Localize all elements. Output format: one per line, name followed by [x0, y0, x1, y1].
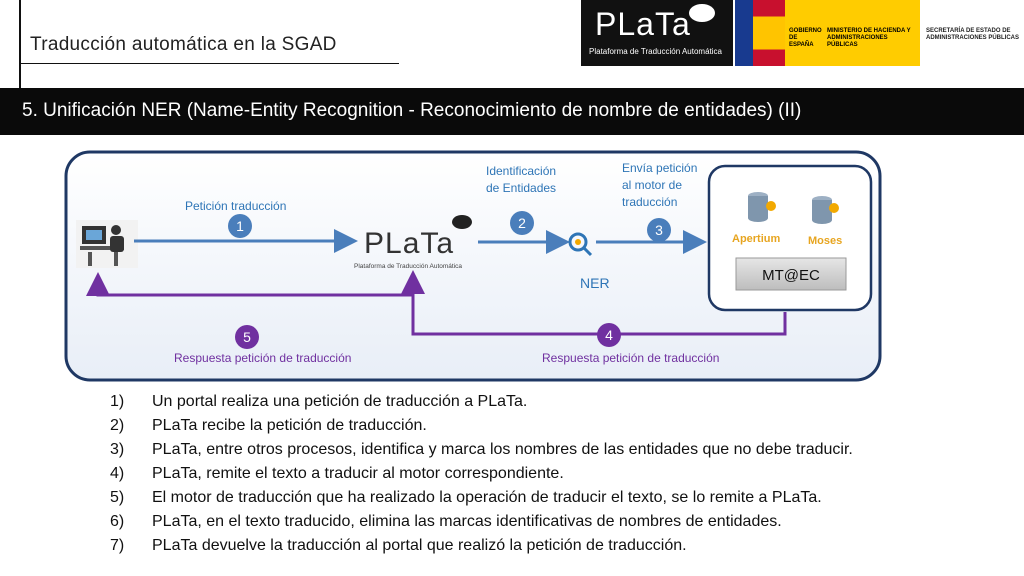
- plata-center-name: PLaTa: [364, 227, 454, 260]
- list-item-text: El motor de traducción que ha realizado …: [152, 489, 822, 506]
- ministerio-text: MINISTERIO DE HACIENDA Y ADMINISTRACIONE…: [827, 28, 911, 48]
- diagram-frame: [64, 150, 882, 382]
- step3-label-line2: al motor de: [622, 178, 682, 192]
- flow-diagram: Petición traducción 1 PLaTa Plataforma d…: [64, 150, 882, 382]
- list-item-text: PLaTa devuelve la traducción al portal q…: [152, 537, 687, 554]
- plata-logo: PLaTa Plataforma de Traducción Automátic…: [581, 0, 733, 66]
- list-item: 7) PLaTa devuelve la traducción al portal…: [110, 534, 853, 558]
- government-logo: GOBIERNO DE ESPAÑA MINISTERIO DE HACIEND…: [785, 0, 920, 66]
- list-item-number: 2): [110, 417, 125, 434]
- list-item: 4) PLaTa, remite el texto a traducir al m…: [110, 462, 853, 486]
- secretaria-text: SECRETARÍA DE ESTADO DE ADMINISTRACIONES…: [926, 28, 1020, 41]
- list-item: 1) Un portal realiza una petición de trad…: [110, 390, 853, 414]
- step5-badge: [235, 325, 259, 349]
- list-item-number: 4): [110, 465, 125, 482]
- plata-logo-name: PLaTa: [595, 6, 691, 42]
- mtec-label: MT@EC: [762, 267, 820, 284]
- header-underline: [19, 63, 399, 64]
- step5-num: 5: [243, 329, 251, 345]
- step4-badge: [597, 323, 621, 347]
- list-item: 2) PLaTa recibe la petición de traducción…: [110, 414, 853, 438]
- arrow-step5: [86, 272, 415, 297]
- list-item-number: 3): [110, 441, 125, 458]
- mtec-box: [735, 257, 847, 291]
- step3-num: 3: [655, 222, 663, 238]
- list-item-text: Un portal realiza una petición de traduc…: [152, 393, 528, 410]
- list-item: 6) PLaTa, en el texto traducido, elimina …: [110, 510, 853, 534]
- step1-label: Petición traducción: [185, 199, 286, 213]
- apertium-label: Apertium: [732, 233, 781, 245]
- apertium-database-icon: [748, 192, 776, 222]
- spain-coat-of-arms-icon: [753, 0, 785, 66]
- step1-num: 1: [236, 218, 244, 234]
- step3-badge: [647, 218, 671, 242]
- header-vertical-rule: [19, 0, 21, 88]
- portal-computer-icon: [76, 220, 138, 268]
- step5-label: Respuesta petición de traducción: [174, 351, 351, 365]
- step2-label-line1: Identificación: [486, 164, 556, 178]
- moses-database-icon: [812, 196, 839, 224]
- step3-label-line1: Envía petición: [622, 161, 697, 175]
- list-item-number: 6): [110, 513, 125, 530]
- list-item: 5) El motor de traducción que ha realizad…: [110, 486, 853, 510]
- step1-badge: [228, 214, 252, 238]
- step4-num: 4: [605, 327, 613, 343]
- plata-logo-subtitle: Plataforma de Traducción Automática: [589, 47, 722, 56]
- step3-label-line3: traducción: [622, 195, 677, 209]
- list-item-text: PLaTa, entre otros procesos, identifica …: [152, 441, 853, 458]
- page-title: Traducción automática en la SGAD: [30, 34, 337, 55]
- speech-bubble-icon: [452, 215, 472, 229]
- list-item-text: PLaTa, remite el texto a traducir al mot…: [152, 465, 564, 482]
- list-item-number: 5): [110, 489, 125, 506]
- step2-num: 2: [518, 215, 526, 231]
- gobierno-text: GOBIERNO DE ESPAÑA: [789, 28, 822, 48]
- moses-label: Moses: [808, 235, 842, 247]
- section-banner: 5. Unificación NER (Name-Entity Recognit…: [0, 88, 1024, 135]
- steps-list: 1) Un portal realiza una petición de trad…: [110, 390, 853, 558]
- list-item-text: PLaTa recibe la petición de traducción.: [152, 417, 427, 434]
- list-item-number: 1): [110, 393, 125, 410]
- step2-label-line2: de Entidades: [486, 181, 556, 195]
- ner-label: NER: [580, 275, 610, 291]
- ner-magnifier-icon: [568, 232, 593, 257]
- speech-bubble-icon: [689, 4, 715, 22]
- section-title: 5. Unificación NER (Name-Entity Recognit…: [22, 100, 802, 121]
- step2-badge: [510, 211, 534, 235]
- list-item-text: PLaTa, en el texto traducido, elimina la…: [152, 513, 782, 530]
- list-item-number: 7): [110, 537, 125, 554]
- plata-center-subtitle: Plataforma de Traducción Automática: [354, 263, 462, 270]
- step4-label: Respuesta petición de traducción: [542, 351, 719, 365]
- list-item: 3) PLaTa, entre otros procesos, identific…: [110, 438, 853, 462]
- eu-flag-icon: [735, 0, 753, 66]
